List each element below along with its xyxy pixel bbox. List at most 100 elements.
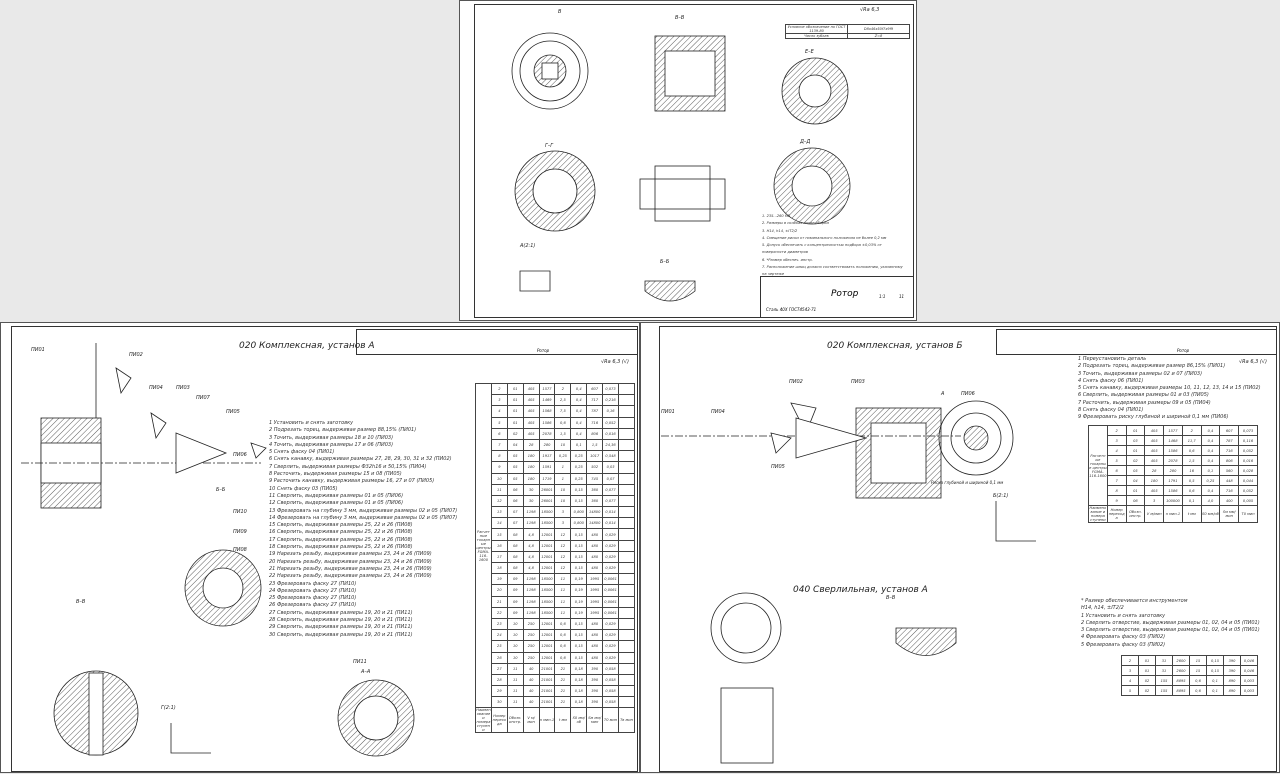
table-cell: 0,4 [570, 405, 588, 418]
table-cell: 3 [554, 506, 572, 519]
table-cell: 04 [506, 438, 524, 452]
table-cell-empty [618, 450, 635, 463]
table-cell: 0,15 [570, 539, 588, 552]
table-cell: 11 [506, 662, 524, 675]
table-cell: 1,5 [586, 438, 604, 452]
operation-step: 20 Нарезать резьбу, выдерживая размеры 2… [269, 558, 432, 565]
table-cell: 0,1 [1206, 675, 1224, 686]
operation-step: 19 Нарезать резьбу, выдерживая размеры 2… [269, 551, 432, 558]
table-cell: 18500 [538, 573, 556, 586]
table-cell: 5 [1121, 685, 1139, 696]
table-cell: 890 [1223, 685, 1241, 696]
table-cell: 0,18 [570, 696, 588, 709]
table-cell: 01 [506, 394, 524, 407]
table-cell: 390 [586, 662, 604, 675]
table-cell: 16 [490, 539, 508, 552]
table-cell: 0,058 [602, 685, 620, 698]
table-cell: 360 [586, 483, 604, 496]
table-cell: 2600 [1172, 665, 1190, 676]
table-cell: 05 [1125, 465, 1146, 476]
sheet-number: 11 [899, 294, 905, 299]
table-cell: 1995 [586, 606, 604, 619]
view-a [938, 400, 1014, 476]
table-cell: 4,0 [1200, 495, 1221, 506]
tool-label: ПИ02 [129, 352, 143, 358]
section-v-v [895, 627, 957, 656]
table-cell: 05 [506, 461, 524, 474]
table-cell: 11 [554, 595, 572, 608]
table-cell: 11 [490, 483, 508, 496]
operation-step: 30 Сверлить, выдерживая размеры 19, 20 и… [269, 631, 413, 638]
table-cell: 14800 [586, 506, 604, 519]
table-cell: 17 [490, 550, 508, 564]
table-cell: 0,0061 [602, 595, 620, 608]
note-line: 7. Расположение шпиц должно соответствов… [762, 265, 903, 270]
table-cell: 11 [506, 673, 524, 687]
table-cell: 0,4 [1200, 445, 1221, 456]
table-cell: 4 [490, 405, 508, 418]
table-cell: 100000 [1163, 495, 1183, 506]
section-label: Б–Б [660, 259, 670, 265]
table-cell: 0,046 [1240, 655, 1258, 666]
table-cell-empty [618, 573, 635, 586]
table-cell: 0,6 [1181, 445, 1202, 456]
table-header-cell: S0 мм/об [1200, 505, 1221, 523]
table-cell: 1719 [538, 472, 556, 485]
table-cell: 0,0061 [602, 573, 620, 586]
table-cell: 480 [586, 617, 604, 631]
part-name: Ротор [831, 289, 859, 299]
table-cell: 1,5 [554, 427, 572, 440]
table-cell: 10 [554, 438, 572, 452]
table-cell: 0,15 [570, 561, 588, 575]
section-label: А–А [360, 669, 371, 675]
table-cell: 155 [1155, 685, 1173, 696]
table-cell: 6 [490, 427, 508, 440]
table-cell: 12001 [538, 651, 556, 664]
table-cell: 502 [586, 461, 604, 474]
table-cell: 0,1 [1200, 465, 1221, 476]
table-cell: 0,016 [1238, 455, 1258, 466]
table-cell: 12 [554, 550, 572, 564]
section-b-b [184, 549, 262, 627]
title-block: Ротор [356, 329, 638, 355]
table-cell-empty [618, 651, 635, 664]
table-cell: 3 [490, 394, 508, 407]
operation-step: 23 Фрезеровать фаску 27 (ПИ10) [269, 580, 357, 587]
table-cell: 21 [554, 696, 572, 709]
operation-step: 28 Сверлить, выдерживая размеры 19, 20 и… [269, 617, 413, 624]
table-cell: 480 [586, 561, 604, 575]
table-cell: 390 [586, 685, 604, 698]
table-cell-empty [618, 673, 635, 687]
table-header-cell: Sм мм/мин [586, 707, 604, 734]
table-cell: 30 [522, 494, 540, 508]
roughness-mark: √Ra 6,3 [860, 7, 880, 13]
note-line: 1. 235...260 НВ [762, 214, 791, 218]
note-line: поверхности диаметров [762, 250, 809, 255]
side-view [639, 165, 726, 222]
section-label: Е–Е [805, 49, 815, 55]
operation-step: 1 Переустановить деталь [1078, 356, 1147, 362]
table-cell: 05 [506, 450, 524, 463]
table-cell-empty [618, 438, 635, 452]
table-cell: 806 [586, 427, 604, 440]
table-cell: 21 [490, 595, 508, 608]
table-cell: 0,800 [570, 517, 588, 530]
table-cell-empty [618, 561, 635, 575]
operation-step: 7 Расточить, выдерживая размеры 09 и 05 … [1078, 399, 1211, 406]
table-cell: 360 [586, 494, 604, 508]
table-cell: 0,014 [602, 517, 620, 530]
table-cell: 0,19 [570, 584, 588, 597]
table-cell: 40 [522, 685, 540, 698]
table-cell: 0,15 [1206, 665, 1224, 676]
table-cell-empty [618, 539, 635, 552]
table-cell: 01 [506, 416, 524, 429]
table-cell: 0,052 [1238, 445, 1258, 456]
